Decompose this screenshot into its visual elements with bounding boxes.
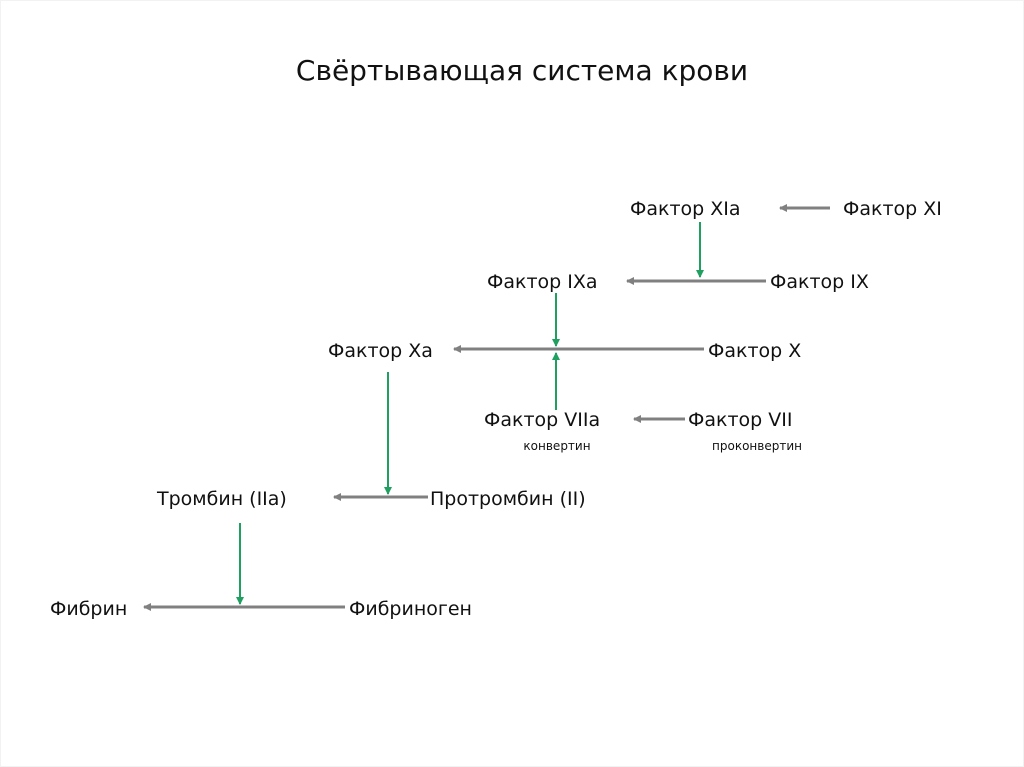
node-fibrinogen: Фибриноген xyxy=(349,598,472,620)
node-factor-viia: Фактор VIIa xyxy=(484,409,600,431)
node-fibrin: Фибрин xyxy=(50,598,127,620)
node-factor-vii-subtitle: проконвертин xyxy=(712,439,802,453)
node-factor-xa: Фактор Xa xyxy=(328,340,433,362)
node-factor-x: Фактор X xyxy=(708,340,801,362)
node-factor-viia-subtitle: конвертин xyxy=(523,439,590,453)
node-factor-ix: Фактор IX xyxy=(770,271,869,293)
node-factor-vii: Фактор VII xyxy=(688,409,792,431)
diagram-title: Свёртывающая система крови xyxy=(296,54,748,87)
node-factor-ixa: Фактор IXa xyxy=(487,271,598,293)
node-factor-xia: Фактор XIa xyxy=(630,198,741,220)
node-factor-xi: Фактор XI xyxy=(843,198,942,220)
node-prothrombin: Протромбин (II) xyxy=(430,488,586,510)
node-thrombin: Тромбин (IIa) xyxy=(156,488,287,510)
